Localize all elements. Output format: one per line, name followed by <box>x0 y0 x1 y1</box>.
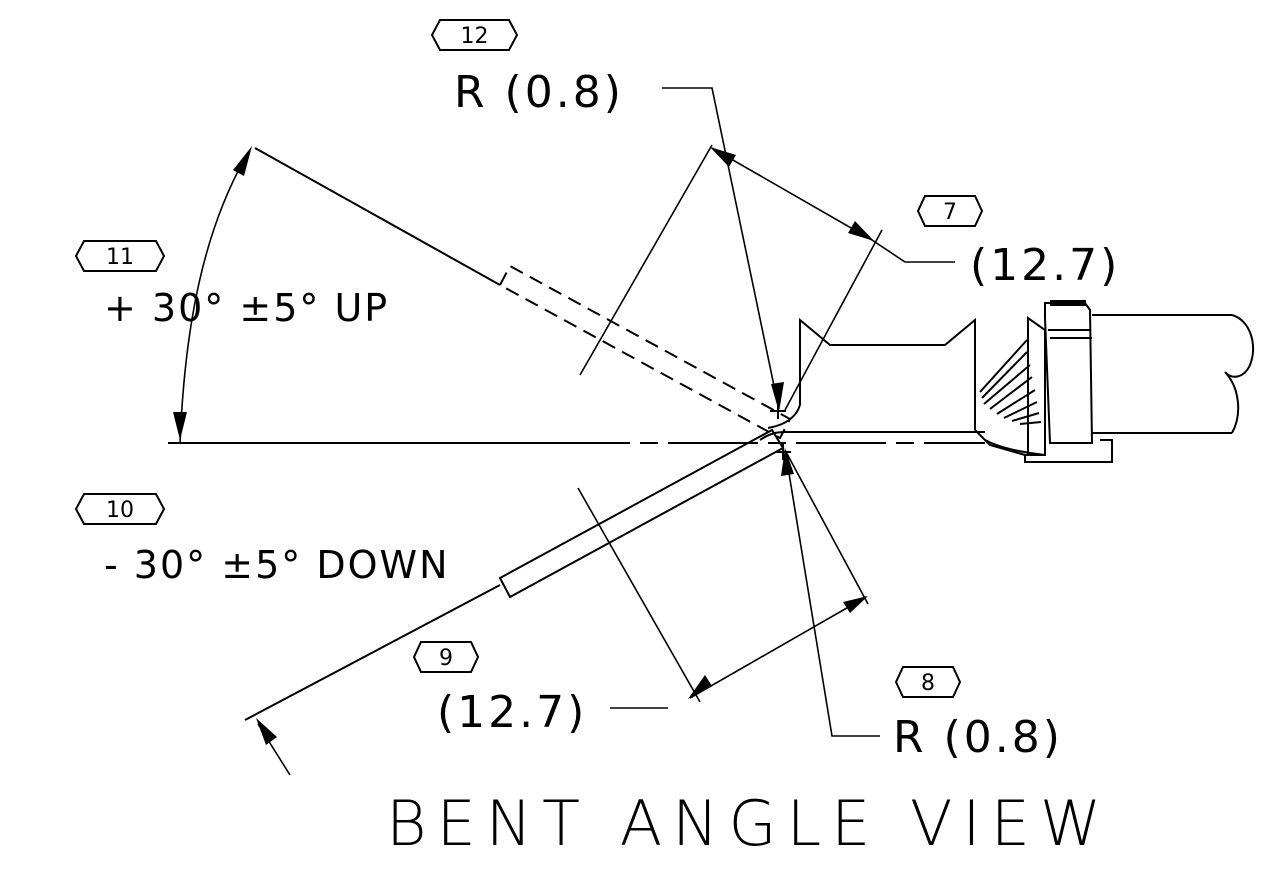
up-angle-arrowhead-bottom <box>173 412 187 440</box>
up-angle-label: + 30° ±5° UP <box>104 286 389 330</box>
callout-11: 11 + 30° ±5° UP <box>74 240 389 330</box>
callout-8: 8 R (0.8) <box>893 666 1063 763</box>
lower-length-label: (12.7) <box>437 687 587 738</box>
lower-radius-leader <box>785 454 880 737</box>
lower-extension-line-1 <box>577 487 701 703</box>
balloon-12 <box>430 19 519 51</box>
upper-radius-center-mark <box>770 403 786 419</box>
lower-dimension-line <box>689 596 867 699</box>
balloon-9-number: 9 <box>439 646 453 671</box>
up-angle-arrowhead-top <box>233 146 252 176</box>
balloon-8-number: 8 <box>921 671 935 696</box>
up-angle-arc <box>179 157 246 444</box>
balloon-11-number: 11 <box>106 245 134 270</box>
upper-radius-label: R (0.8) <box>454 67 624 118</box>
balloon-11 <box>74 240 166 272</box>
upper-extension-line-1 <box>579 144 713 376</box>
lower-dim-arrow-start <box>688 675 712 699</box>
upper-radius-arrow <box>771 382 784 412</box>
upper-dim-arrow-end <box>848 221 874 241</box>
down-30-reference-line <box>244 584 501 721</box>
upper-extension-line-2 <box>784 229 883 411</box>
bent-down-contact <box>498 428 785 599</box>
down-angle-arrowhead <box>256 718 277 745</box>
upper-dim-leader <box>871 239 955 263</box>
callout-7: 7 (12.7) <box>916 195 1120 291</box>
balloon-9 <box>412 641 480 673</box>
bent-up-contact-dashed <box>498 264 792 440</box>
lower-dim-arrow-end <box>843 596 868 613</box>
callout-9: 9 (12.7) <box>412 641 587 738</box>
lower-extension-line-2 <box>784 449 869 605</box>
balloon-10 <box>74 493 166 525</box>
view-title: BENT ANGLE VIEW <box>386 787 1111 860</box>
callout-12: 12 R (0.8) <box>430 19 624 118</box>
lower-radius-center-mark <box>775 444 791 460</box>
balloon-12-number: 12 <box>461 24 489 49</box>
down-angle-label: - 30° ±5° DOWN <box>104 543 450 587</box>
upper-length-label: (12.7) <box>970 240 1120 291</box>
balloon-8 <box>894 666 962 698</box>
balloon-7 <box>916 195 984 227</box>
balloon-7-number: 7 <box>943 200 957 225</box>
up-30-reference-line <box>254 147 501 286</box>
upper-dimension-line <box>711 147 873 241</box>
lower-radius-arrow <box>781 448 794 476</box>
upper-dim-arrow-start <box>710 147 736 167</box>
upper-radius-leader <box>662 87 779 406</box>
terminal-body <box>759 300 1255 463</box>
callout-10: 10 - 30° ±5° DOWN <box>74 493 450 587</box>
lower-radius-label: R (0.8) <box>893 712 1063 763</box>
balloon-10-number: 10 <box>106 498 134 523</box>
